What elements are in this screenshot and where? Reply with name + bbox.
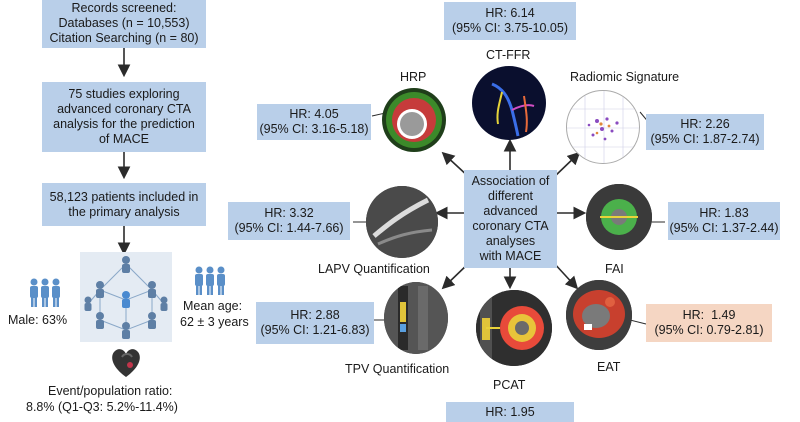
hrp-label: HRP: [400, 70, 427, 84]
mean-age-value: 62 ± 3 years: [180, 315, 249, 329]
fai-hr-box: HR: 1.83 (95% CI: 1.37-2.44): [668, 202, 780, 240]
radiomic-ci: (95% CI: 1.87-2.74): [650, 132, 760, 146]
patient-network-graphic: [84, 256, 168, 339]
studies-line: advanced coronary CTA: [57, 102, 191, 116]
ctffr-ci: (95% CI: 3.75-10.05): [451, 21, 569, 35]
hrp-hr: HR: 4.05: [289, 107, 339, 121]
records-title: Records screened:: [71, 0, 177, 15]
ctffr-hr: HR: 6.14: [485, 6, 535, 20]
studies-line: analysis for the prediction: [53, 117, 195, 131]
records-databases: Databases (n = 10,553): [58, 15, 190, 30]
radiomic-image: [566, 90, 640, 164]
patients-line: the primary analysis: [68, 204, 180, 219]
male-percentage: Male: 63%: [8, 313, 68, 327]
patient-network-icon: [80, 252, 172, 342]
studies-line: of MACE: [98, 132, 149, 146]
records-screened-box: Records screened: Databases (n = 10,553)…: [42, 0, 206, 48]
lapv-hr: HR: 3.32: [264, 206, 314, 220]
radiomic-hr: HR: 2.26: [680, 117, 730, 131]
tpv-hr: HR: 2.88: [290, 308, 340, 322]
hrp-ci: (95% CI: 3.16-5.18): [259, 122, 369, 136]
center-line: analyses: [485, 234, 536, 248]
center-line: Association of: [471, 174, 550, 188]
ctffr-hr-box: HR: 6.14 (95% CI: 3.75-10.05): [444, 2, 576, 40]
fai-ci: (95% CI: 1.37-2.44): [669, 221, 779, 235]
mean-age-title: Mean age:: [183, 299, 243, 313]
eat-hr-box: HR: 1.49 (95% CI: 0.79-2.81): [646, 304, 772, 342]
radiomic-label: Radiomic Signature: [570, 70, 680, 84]
tpv-image: [384, 282, 448, 354]
pcat-hr: HR: 1.95: [485, 405, 535, 419]
eat-image: [566, 280, 632, 350]
age-people-icon: [193, 266, 227, 296]
pcat-label: PCAT: [493, 378, 526, 392]
tpv-label: TPV Quantification: [345, 362, 450, 376]
pcat-hr-box: HR: 1.95: [446, 402, 574, 422]
ctffr-image: [472, 66, 546, 140]
lapv-ci: (95% CI: 1.44-7.66): [234, 221, 344, 235]
center-line: coronary CTA: [472, 219, 549, 233]
heart-icon: [108, 345, 144, 379]
arrow-to-radiomic: [552, 151, 581, 179]
eat-hr: HR: 1.49: [682, 308, 736, 322]
records-citation: Citation Searching (n = 80): [49, 30, 199, 45]
event-ratio-value: 8.8% (Q1-Q3: 5.2%-11.4%): [26, 400, 178, 414]
fai-hr: HR: 1.83: [699, 206, 749, 220]
fai-label: FAI: [605, 262, 624, 276]
tpv-hr-box: HR: 2.88 (95% CI: 1.21-6.83): [256, 302, 374, 344]
patients-box: 58,123 patients included in the primary …: [42, 183, 206, 226]
center-association-box: Association of different advanced corona…: [464, 170, 557, 268]
lapv-hr-box: HR: 3.32 (95% CI: 1.44-7.66): [228, 202, 350, 240]
lapv-label: LAPV Quantification: [318, 262, 430, 276]
center-line: different: [488, 189, 533, 203]
pcat-image: [476, 290, 552, 366]
studies-line: 75 studies exploring: [68, 87, 180, 101]
center-line: advanced: [483, 204, 538, 218]
tpv-ci: (95% CI: 1.21-6.83): [260, 323, 370, 337]
fai-image: [586, 184, 652, 250]
radiomic-hr-box: HR: 2.26 (95% CI: 1.87-2.74): [646, 114, 764, 150]
hrp-hr-box: HR: 4.05 (95% CI: 3.16-5.18): [257, 104, 371, 140]
patients-line: 58,123 patients included in: [49, 189, 199, 204]
eat-label: EAT: [597, 360, 621, 374]
center-line: with MACE: [479, 249, 542, 263]
lapv-image: [366, 186, 438, 258]
ctffr-label: CT-FFR: [486, 48, 531, 62]
hrp-image: [382, 88, 446, 152]
studies-box: 75 studies exploring advanced coronary C…: [42, 82, 206, 152]
male-female-people-icon: [28, 278, 62, 308]
event-ratio-title: Event/population ratio:: [48, 384, 173, 398]
eat-ci: (95% CI: 0.79-2.81): [654, 323, 764, 337]
